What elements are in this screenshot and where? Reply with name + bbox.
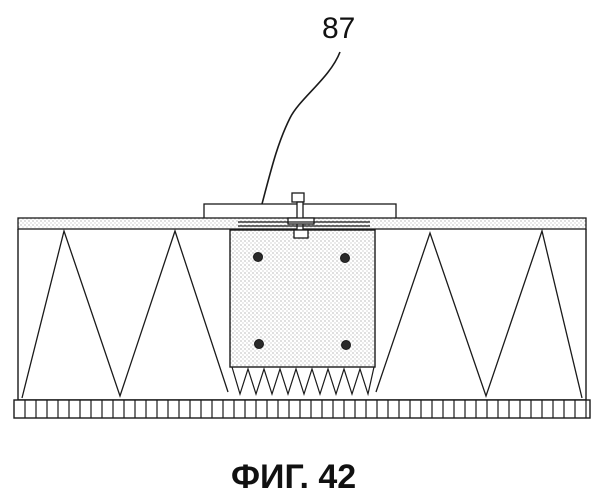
right-corrugated-fin (376, 231, 582, 398)
bottom-segmented-strip (14, 400, 590, 418)
fastener-hole-top-right (341, 254, 350, 263)
reference-numeral-87: 87 (322, 12, 355, 45)
central-sawtooth (232, 367, 374, 394)
figure-caption: ФИГ. 42 (231, 458, 356, 496)
central-block (230, 230, 375, 367)
fastener-hole-top-left (254, 253, 263, 262)
leader-line (262, 52, 340, 204)
left-corrugated-fin (22, 231, 228, 398)
fastener-hole-bottom-right (342, 341, 351, 350)
fastener-hole-bottom-left (255, 340, 264, 349)
